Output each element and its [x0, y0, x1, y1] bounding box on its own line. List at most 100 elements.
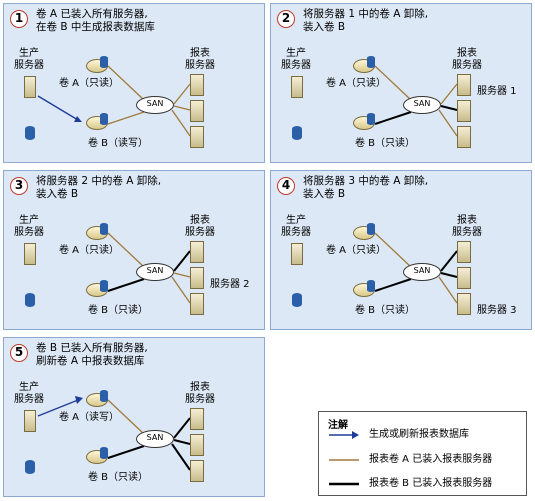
- vol-a-link: [374, 65, 412, 101]
- prod-server-label: 生产服务器: [281, 48, 311, 71]
- legend-item-vol-a: 报表卷 A 已装入报表服务器: [369, 454, 493, 465]
- panel-1-links: [107, 65, 191, 137]
- legend-item-vol-b: 报表卷 B 已装入报表服务器: [369, 478, 493, 489]
- vol-a-label: 卷 A（读写）: [59, 412, 120, 423]
- server-link-3: [438, 109, 458, 137]
- report-server-label: 报表服务器: [185, 215, 215, 238]
- san-cloud-icon: [136, 96, 174, 114]
- refresh-arrow-head: [75, 396, 83, 404]
- build-arrow-head: [74, 116, 82, 122]
- report-server-icon: [457, 74, 471, 96]
- panel-3: 3 将服务器 2 中的卷 A 卸除,装入卷 B 生产服务器 报表服务器 卷 A（…: [3, 170, 265, 330]
- vol-b-label: 卷 B（只读）: [88, 305, 149, 316]
- vol-a-label: 卷 A（只读）: [59, 78, 120, 89]
- report-server-label: 报表服务器: [452, 215, 482, 238]
- server-link-3: [171, 109, 191, 137]
- prod-server-label: 生产服务器: [14, 382, 44, 405]
- vol-a-db-icon: [367, 223, 375, 235]
- vol-b-label: 卷 B（只读）: [355, 305, 416, 316]
- report-server-icon: [190, 434, 204, 456]
- vol-a-link: [107, 399, 145, 435]
- vol-b-db-icon: [367, 280, 375, 292]
- panel-4-diagram: [374, 232, 458, 304]
- panel-2: 2 将服务器 1 中的卷 A 卸除,装入卷 B 生产服务器 报表服务器 卷 A（…: [270, 3, 532, 163]
- server-link-3: [438, 276, 458, 304]
- panel-5: 5 卷 B 已装入所有服务器,刷新卷 A 中报表数据库 生产服务器 报表服务器 …: [3, 337, 265, 497]
- report-server-icon: [457, 241, 471, 263]
- panel-title: 将服务器 3 中的卷 A 卸除,装入卷 B: [303, 175, 429, 200]
- vol-a-db-icon: [100, 223, 108, 235]
- server-link-2: [440, 272, 458, 278]
- prod-db-icon: [292, 293, 302, 307]
- legend-swatches: [329, 431, 359, 486]
- san-label: SAN: [413, 266, 431, 275]
- prod-db-icon: [292, 126, 302, 140]
- report-server-icon: [190, 267, 204, 289]
- vol-a-label: 卷 A（只读）: [59, 245, 120, 256]
- vol-a-label: 卷 A（只读）: [326, 245, 387, 256]
- server-link-3: [171, 443, 191, 471]
- prod-server-icon: [24, 76, 36, 98]
- panel-3-diagram: [107, 232, 191, 304]
- server-link-1: [173, 417, 191, 439]
- vol-b-link: [374, 278, 412, 292]
- server-link-1: [440, 250, 458, 272]
- report-server-icon: [190, 460, 204, 482]
- server-link-1: [173, 250, 191, 272]
- report-server-icon: [457, 267, 471, 289]
- san-label: SAN: [413, 99, 431, 108]
- vol-b-link: [107, 278, 145, 292]
- server-name-label: 服务器 2: [210, 279, 250, 290]
- vol-a-link: [107, 232, 145, 268]
- prod-db-icon: [25, 126, 35, 140]
- san-cloud-icon: [136, 430, 174, 448]
- report-server-icon: [457, 293, 471, 315]
- step-number: 1: [10, 10, 28, 28]
- san-cloud-icon: [136, 263, 174, 281]
- vol-b-link: [374, 111, 412, 125]
- prod-db-icon: [25, 460, 35, 474]
- prod-server-icon: [24, 243, 36, 265]
- legend-item-build: 生成或刷新报表数据库: [369, 429, 469, 440]
- san-cloud-icon: [403, 263, 441, 281]
- vol-b-link: [107, 111, 145, 125]
- server-link-3: [171, 276, 191, 304]
- panel-title: 将服务器 2 中的卷 A 卸除,装入卷 B: [36, 175, 162, 200]
- server-link-1: [440, 83, 458, 105]
- san-label: SAN: [146, 99, 164, 108]
- report-server-icon: [190, 408, 204, 430]
- server-name-label: 服务器 3: [477, 305, 517, 316]
- refresh-arrow: [37, 399, 79, 417]
- build-arrow: [37, 95, 79, 121]
- report-server-icon: [457, 100, 471, 122]
- vol-b-db-icon: [367, 113, 375, 125]
- vol-b-db-icon: [100, 280, 108, 292]
- step-number: 5: [10, 344, 28, 362]
- server-link-2: [440, 105, 458, 111]
- prod-server-icon: [291, 76, 303, 98]
- prod-server-icon: [291, 243, 303, 265]
- vol-a-db-icon: [100, 56, 108, 68]
- report-server-icon: [190, 293, 204, 315]
- step-number: 2: [277, 10, 295, 28]
- panel-5-diagram: [37, 396, 191, 471]
- san-label: SAN: [146, 433, 164, 442]
- report-server-label: 报表服务器: [185, 382, 215, 405]
- server-link-2: [173, 272, 191, 278]
- panel-2-diagram: [374, 65, 458, 137]
- vol-b-label: 卷 B（只读）: [88, 472, 149, 483]
- prod-server-icon: [24, 410, 36, 432]
- san-cloud-icon: [403, 96, 441, 114]
- step-number: 4: [277, 177, 295, 195]
- prod-db-icon: [25, 293, 35, 307]
- report-server-label: 报表服务器: [185, 48, 215, 71]
- prod-server-label: 生产服务器: [14, 215, 44, 238]
- vol-b-label: 卷 B（只读）: [355, 138, 416, 149]
- server-link-1: [173, 83, 191, 105]
- vol-b-db-icon: [100, 447, 108, 459]
- server-link-2: [173, 439, 191, 445]
- panel-title: 卷 A 已装入所有服务器,在卷 B 中生成报表数据库: [36, 8, 155, 33]
- report-server-icon: [190, 126, 204, 148]
- server-name-label: 服务器 1: [477, 86, 517, 97]
- panel-1: 1 卷 A 已装入所有服务器,在卷 B 中生成报表数据库 生产服务器 报表服务器…: [3, 3, 265, 163]
